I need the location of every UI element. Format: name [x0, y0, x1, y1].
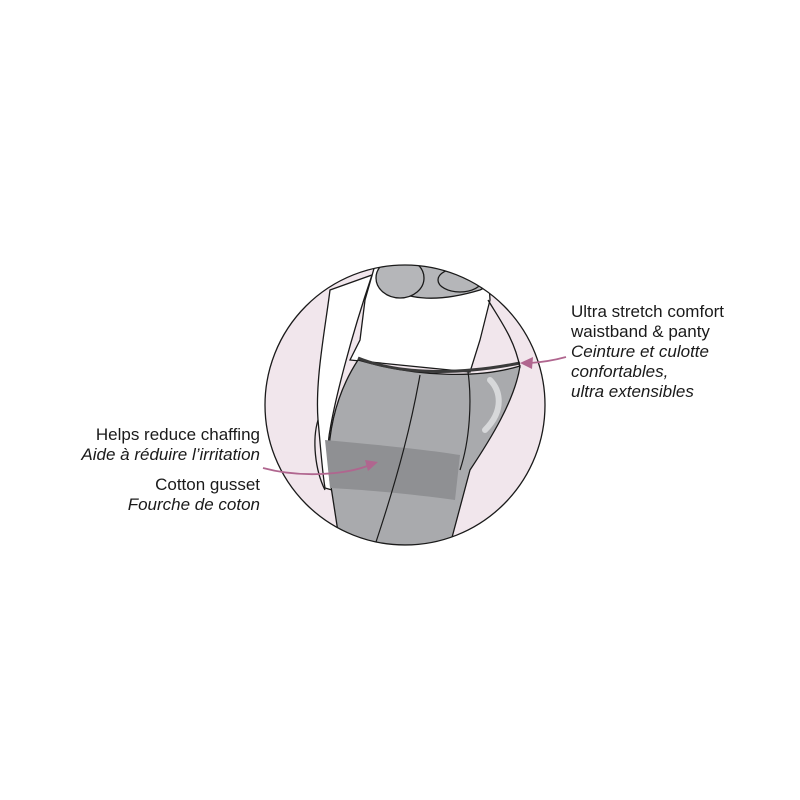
detail-circle [264, 264, 546, 546]
gusset-fr: Fourche de coton [127, 495, 260, 514]
waistband-fr-line1: Ceinture et culotte [571, 342, 709, 361]
waistband [357, 356, 521, 373]
waistband-en-line2: waistband & panty [571, 322, 710, 341]
gusset-en: Cotton gusset [155, 475, 260, 494]
callout-waistband: Ultra stretch comfort waistband & panty … [571, 302, 724, 402]
arrow-waistband [520, 356, 567, 369]
chafing-fr: Aide à réduire l’irritation [81, 445, 260, 464]
waistband-en-line1: Ultra stretch comfort [571, 302, 725, 321]
waistband-fr-line3: ultra extensibles [571, 382, 694, 401]
chafing-en: Helps reduce chaffing [95, 425, 260, 444]
arrow-gusset [262, 460, 378, 476]
waistband-fr-line2: confortables, [571, 362, 669, 381]
callout-chafing: Helps reduce chaffing Aide à réduire l’i… [81, 425, 260, 465]
gusset-band [325, 440, 460, 500]
callout-gusset: Cotton gusset Fourche de coton [128, 475, 260, 515]
